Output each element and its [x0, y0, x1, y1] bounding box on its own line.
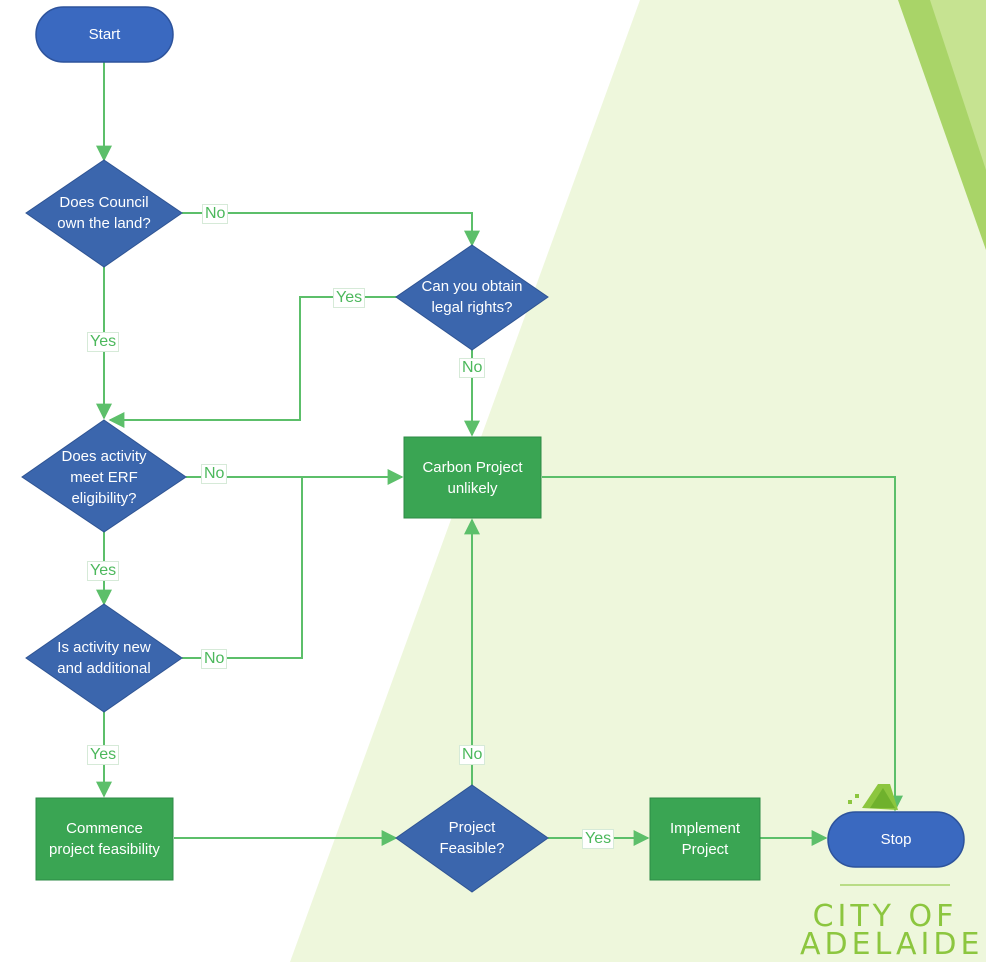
- carbon-unlikely-label: Carbon Project unlikely: [422, 458, 523, 497]
- edge-carbon-to-stop: [542, 476, 903, 812]
- edge-label-legal-yes: Yes: [333, 288, 366, 308]
- erf-label: Does activity meet ERF eligibility?: [61, 447, 147, 507]
- decision-new-additional: [25, 603, 183, 713]
- start-terminator: [35, 6, 174, 63]
- city-of-adelaide-logo-icon: [840, 784, 950, 886]
- decision-legal-rights: [395, 244, 549, 351]
- edge-label-new-yes: Yes: [87, 745, 120, 765]
- process-commence: [35, 797, 174, 881]
- process-implement: [649, 797, 761, 881]
- background-stripe: [290, 0, 986, 962]
- edge-council-no: [182, 212, 480, 247]
- logo-line-1: CITY OF: [812, 899, 958, 934]
- edge-label-feasible-no: No: [459, 745, 486, 765]
- edge-label-council-no: No: [202, 204, 229, 224]
- new-additional-label: Is activity new and additional: [57, 639, 151, 677]
- edge-legal-yes: [108, 296, 398, 428]
- edge-new-no: [182, 477, 303, 659]
- stop-label: Stop: [880, 831, 912, 848]
- feasible-label: Project Feasible?: [439, 819, 505, 857]
- edge-label-feasible-yes: Yes: [582, 829, 615, 849]
- implement-label: Implement Project: [669, 820, 741, 858]
- edge-label-erf-yes: Yes: [87, 561, 120, 581]
- edge-label-council-yes: Yes: [87, 332, 120, 352]
- decision-erf: [21, 419, 187, 533]
- decision-council-land: [25, 159, 183, 268]
- commence-label: Commence project feasibility: [49, 820, 160, 858]
- edge-label-new-no: No: [201, 649, 228, 669]
- edge-label-erf-no: No: [201, 464, 228, 484]
- edge-label-legal-no: No: [459, 358, 486, 378]
- process-carbon-unlikely: [403, 436, 542, 519]
- council-land-label: Does Council own the land?: [57, 194, 151, 232]
- logo-line-2: ADELAIDE: [800, 927, 984, 962]
- start-label: Start: [88, 26, 121, 43]
- decision-feasible: [395, 784, 549, 893]
- legal-rights-label: Can you obtain legal rights?: [421, 278, 523, 316]
- background-corner-accent-light: [930, 0, 986, 170]
- stop-terminator: [827, 811, 965, 868]
